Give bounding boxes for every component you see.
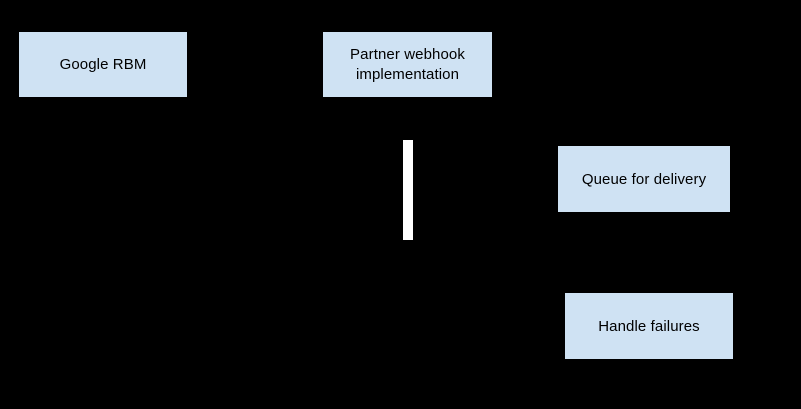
node-queue-for-delivery-label: Queue for delivery xyxy=(581,170,707,188)
node-handle-failures-label: Handle failures xyxy=(598,317,700,335)
node-partner-webhook-label: Partner webhook implementation xyxy=(350,45,465,83)
node-partner-webhook[interactable]: Partner webhook implementation xyxy=(323,32,492,97)
node-queue-for-delivery[interactable]: Queue for delivery xyxy=(558,146,730,212)
vertical-divider-bar xyxy=(403,140,413,240)
node-google-rbm[interactable]: Google RBM xyxy=(19,32,187,97)
node-google-rbm-label: Google RBM xyxy=(59,56,147,73)
node-handle-failures[interactable]: Handle failures xyxy=(565,293,733,359)
